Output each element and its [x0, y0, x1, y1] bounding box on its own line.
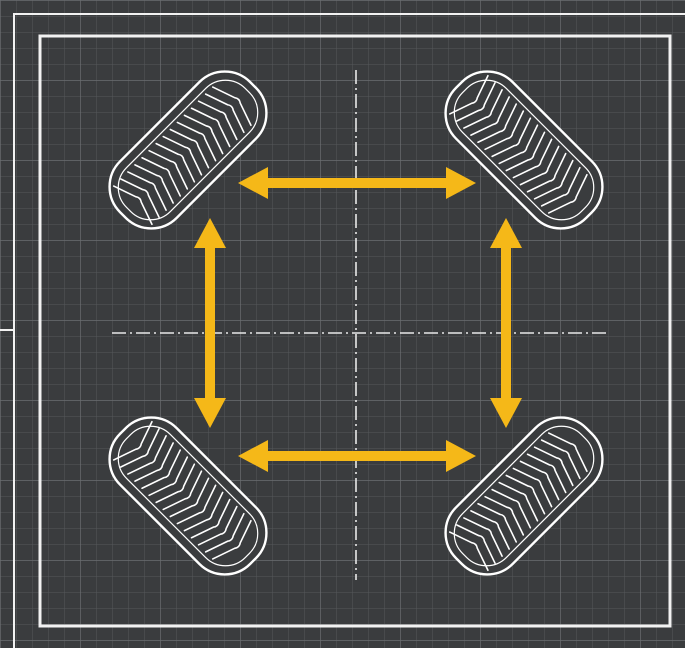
diagram-canvas: [0, 0, 685, 648]
tire-rotation-diagram: [0, 0, 685, 648]
background-grid: [0, 0, 685, 648]
